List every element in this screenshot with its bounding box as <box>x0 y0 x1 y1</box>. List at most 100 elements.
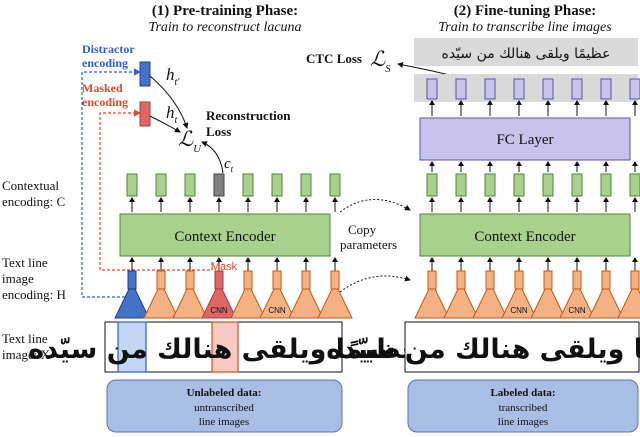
right-up-arrow-head <box>574 197 580 202</box>
reconstruction-loss-label-1: Reconstruction <box>206 108 291 123</box>
left-context-vector <box>300 173 312 197</box>
left-cnn-trapezoid <box>230 288 266 319</box>
left-up-arrow-head <box>129 197 135 202</box>
right-context-vector <box>455 173 467 197</box>
context-encoder-left <box>119 213 331 257</box>
right-mid-arrow-head <box>429 257 435 262</box>
reconstruction-loss-label-2: Loss <box>206 124 231 139</box>
label-textline-encoding: Text line image encoding: H <box>2 255 66 302</box>
left-encoding-vector <box>272 270 282 290</box>
distractor-label-2: encoding <box>82 56 128 70</box>
left-up-arrow-head <box>274 197 280 202</box>
left-context-vector <box>271 173 283 197</box>
right-up-arrow-head <box>458 197 464 202</box>
right-fc-arrow-head <box>574 100 580 105</box>
left-mid-arrow-head <box>332 257 338 262</box>
right-mid-arrow-head <box>516 257 522 262</box>
left-context-vector <box>242 173 254 197</box>
unlabeled-line1: untranscribed <box>194 402 254 414</box>
right-fc-arrow-head <box>545 100 551 105</box>
masked-label-1: Masked <box>82 81 123 95</box>
right-green-to-fc-arrow-head <box>632 161 638 166</box>
arrow-ct-to-loss <box>201 141 224 174</box>
distractor-label-1: Distractor <box>82 42 135 56</box>
right-context-vector <box>629 173 640 197</box>
right-fc-arrow-head <box>458 100 464 105</box>
right-up-arrow-head <box>632 197 638 202</box>
textline-image-right <box>404 321 640 373</box>
distractor-dashed-line <box>81 68 142 298</box>
labeled-line1: transcribed <box>499 402 548 414</box>
left-mid-arrow-head <box>129 257 135 262</box>
distractor-encoding-box <box>139 61 151 87</box>
right-green-to-fc-arrow-head <box>429 161 435 166</box>
right-encoding-vector <box>514 270 524 290</box>
context-encoder-right <box>419 213 631 257</box>
right-middle-arrows <box>429 257 638 271</box>
fc-layer <box>419 117 631 161</box>
right-output-vector <box>629 78 640 100</box>
masked-label-2: encoding <box>82 95 128 109</box>
contextual-encoding-vectors-left <box>126 173 341 197</box>
pretrain-subtitle: Train to reconstruct lacuna <box>148 20 301 35</box>
unlabeled-title: Unlabeled data: <box>187 387 262 399</box>
left-cnn-trapezoid <box>288 288 324 319</box>
left-cnn-trapezoid <box>114 288 150 319</box>
right-output-vector <box>571 78 583 100</box>
right-context-vector <box>542 173 554 197</box>
right-green-to-fc-arrow-head <box>603 161 609 166</box>
labeled-data-box <box>407 379 639 433</box>
right-fc-arrow-head <box>603 100 609 105</box>
left-up-arrow-head <box>158 197 164 202</box>
left-mid-arrow-head <box>303 257 309 262</box>
right-output-vector <box>542 78 554 100</box>
right-mid-arrow-head <box>487 257 493 262</box>
svg-text:encoding: C: encoding: C <box>2 194 65 209</box>
left-cnn-label: CNN <box>268 306 286 315</box>
left-upper-arrows <box>129 197 338 212</box>
svg-text:image: X: image: X <box>2 347 51 362</box>
left-encoding-vector <box>301 270 311 290</box>
right-up-arrow-head <box>429 197 435 202</box>
right-encoding-vector <box>572 270 582 290</box>
right-fc-arrows <box>429 100 638 172</box>
distractor-patch <box>117 321 147 373</box>
left-up-arrow-head <box>216 197 222 202</box>
right-encoding-vector <box>456 270 466 290</box>
right-context-vector <box>426 173 438 197</box>
arrow-distractor-to-loss <box>149 75 189 129</box>
right-encoding-vector <box>427 270 437 290</box>
finetune-subtitle: Train to transcribe line images <box>438 20 612 35</box>
masked-patch <box>211 321 239 373</box>
right-encoding-vector <box>601 270 611 290</box>
left-encoding-vector <box>185 270 195 290</box>
right-encoding-vector <box>485 270 495 290</box>
context-encoder-left-label: Context Encoder <box>174 229 275 245</box>
left-encoding-vector <box>127 270 137 290</box>
masked-encoding-box <box>139 101 151 127</box>
left-context-vector <box>329 173 341 197</box>
left-mid-arrow-head <box>245 257 251 262</box>
left-up-arrow-head <box>187 197 193 202</box>
label-textline-image: Text line image: X <box>2 331 51 362</box>
copy-label-2: parameters <box>340 237 397 252</box>
h-distractor-symbol: ht′ <box>166 65 180 88</box>
right-output-vector <box>484 78 496 100</box>
left-encoding-vector <box>156 270 166 290</box>
mask-label: Mask <box>211 261 238 273</box>
right-encoding-vector <box>630 270 640 290</box>
right-green-to-fc-arrow-head <box>487 161 493 166</box>
right-mid-arrow-head <box>603 257 609 262</box>
right-fc-arrow-head <box>516 100 522 105</box>
pretrain-title: (1) Pre-training Phase: <box>152 3 298 19</box>
right-green-to-fc-arrow-head <box>516 161 522 166</box>
right-up-arrow-head <box>516 197 522 202</box>
copy-label-1: Copy <box>348 222 377 237</box>
transcription-text: عظيمًا ويلقى هنالك من سيّده <box>442 46 611 62</box>
right-mid-arrow-head <box>545 257 551 262</box>
right-output-vector <box>513 78 525 100</box>
left-cnn-trapezoid <box>143 288 179 319</box>
